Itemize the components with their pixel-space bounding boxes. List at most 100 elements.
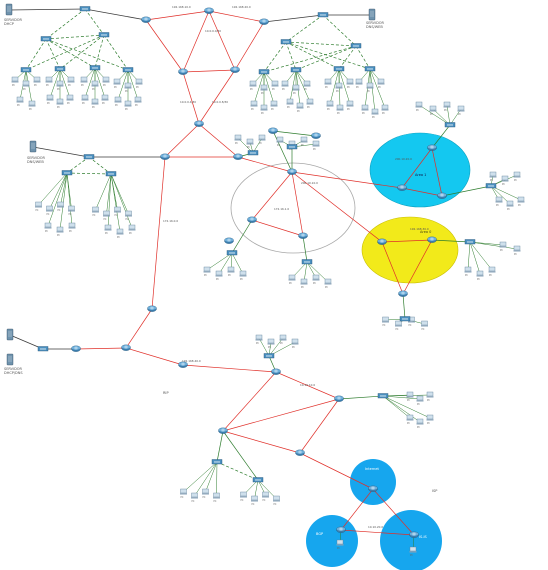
pc-icon[interactable]: PC (409, 546, 417, 557)
pc-icon[interactable]: PC (346, 78, 354, 89)
pc-icon[interactable]: PC (324, 78, 332, 89)
link-r29-r31[interactable] (272, 130, 317, 137)
pc-icon[interactable]: PC (324, 278, 332, 289)
pc-icon[interactable]: PC (250, 100, 258, 111)
area-yellow-eigrp[interactable] (361, 216, 459, 284)
pc-icon[interactable]: PC (11, 76, 19, 87)
pc-icon[interactable]: PC (489, 171, 497, 182)
router-icon[interactable] (259, 18, 269, 25)
router-icon[interactable] (397, 184, 407, 191)
link-r6-r8[interactable] (198, 123, 239, 158)
link-s1-s3[interactable] (84, 8, 105, 36)
link-s6-s29[interactable] (355, 45, 371, 70)
router-icon[interactable] (437, 192, 447, 199)
pc-icon[interactable]: PC (35, 201, 42, 212)
pc-icon[interactable]: PC (124, 82, 132, 93)
switch-icon[interactable] (211, 459, 223, 465)
link-r6-r7[interactable] (164, 123, 200, 158)
link-s1-s2[interactable] (45, 8, 86, 40)
link-r12-s10[interactable] (431, 124, 451, 149)
link-r4-r5[interactable] (182, 69, 236, 73)
pc-icon[interactable]: PC (501, 175, 509, 186)
pc-icon[interactable]: PC (33, 76, 41, 87)
pc-icon[interactable]: PC (125, 210, 132, 221)
pc-icon[interactable]: PC (56, 80, 64, 91)
pc-icon[interactable]: PC (103, 210, 110, 221)
pc-icon[interactable]: PC (262, 491, 269, 502)
link-r9-r10[interactable] (251, 171, 293, 221)
pc-icon[interactable]: PC (135, 78, 143, 89)
link-r2-r5[interactable] (208, 10, 236, 71)
pc-icon[interactable]: PC (102, 76, 110, 87)
pc-icon[interactable]: PC (104, 224, 112, 235)
switch-icon[interactable] (317, 12, 329, 18)
switch-icon[interactable] (399, 316, 411, 322)
pc-icon[interactable]: PC (326, 100, 334, 111)
area-gray-ring[interactable] (230, 162, 356, 254)
link-s3-s22[interactable] (25, 34, 105, 71)
router-icon[interactable] (268, 127, 278, 134)
router-icon[interactable] (230, 66, 240, 73)
link-r18-r20[interactable] (125, 308, 153, 349)
pc-icon[interactable]: PC (312, 274, 320, 285)
pc-icon[interactable]: PC (415, 101, 423, 112)
pc-icon[interactable]: PC (279, 334, 287, 345)
link-s4-s6[interactable] (322, 14, 357, 47)
pc-icon[interactable]: PC (45, 76, 53, 87)
link-r9-r13[interactable] (291, 171, 403, 189)
pc-icon[interactable]: PC (114, 96, 122, 107)
switch-icon[interactable] (54, 66, 66, 72)
pc-icon[interactable]: PC (443, 101, 451, 112)
link-r15-r17[interactable] (381, 241, 404, 295)
link-s3-s23[interactable] (59, 34, 105, 70)
pc-icon[interactable]: PC (291, 338, 299, 349)
area-cyan-ospf[interactable] (369, 132, 471, 208)
pc-icon[interactable]: PC (113, 78, 121, 89)
link-r7-r18[interactable] (151, 156, 166, 310)
pc-icon[interactable]: PC (180, 488, 187, 499)
link-r14-s11[interactable] (441, 185, 492, 197)
link-r10-r11[interactable] (251, 219, 304, 237)
pc-icon[interactable]: PC (517, 196, 525, 207)
pc-icon[interactable]: PC (124, 100, 132, 111)
area-blue-top[interactable] (350, 459, 396, 505)
pc-icon[interactable]: PC (101, 94, 109, 105)
pc-icon[interactable]: PC (255, 334, 263, 345)
router-icon[interactable] (224, 237, 234, 244)
switch-icon[interactable] (79, 6, 91, 12)
pc-icon[interactable]: PC (128, 224, 136, 235)
pc-icon[interactable]: PC (296, 102, 304, 113)
pc-icon[interactable]: PC (336, 539, 344, 550)
link-r2-r3[interactable] (208, 10, 265, 23)
link-r16-r17[interactable] (402, 239, 433, 295)
pc-icon[interactable]: PC (114, 206, 121, 217)
switch-icon[interactable] (252, 477, 264, 483)
link-r23-r25[interactable] (299, 398, 340, 454)
pc-icon[interactable]: PC (44, 222, 52, 233)
router-icon[interactable] (147, 305, 157, 312)
link-r16-s12[interactable] (431, 239, 471, 243)
switch-icon[interactable] (20, 67, 32, 73)
server-icon[interactable] (6, 353, 14, 366)
link-s8-s9[interactable] (66, 172, 112, 175)
link-s3-s24[interactable] (94, 34, 105, 69)
link-r4-r6[interactable] (182, 71, 200, 125)
router-icon[interactable] (121, 344, 131, 351)
link-s5-s26[interactable] (263, 41, 287, 73)
pc-icon[interactable]: PC (260, 84, 268, 95)
router-icon[interactable] (336, 526, 346, 533)
link-s5-s27[interactable] (285, 41, 297, 71)
link-r25-r26[interactable] (299, 452, 374, 490)
pc-icon[interactable]: PC (513, 171, 521, 182)
router-icon[interactable] (368, 485, 378, 492)
router-icon[interactable] (233, 153, 243, 160)
link-r15-r16[interactable] (381, 239, 433, 243)
link-s1-sv1[interactable] (8, 8, 86, 11)
link-r22-r23[interactable] (275, 371, 340, 400)
pc-icon[interactable]: PC (281, 80, 289, 91)
pc-icon[interactable]: PC (276, 136, 284, 147)
pc-icon[interactable]: PC (91, 80, 99, 91)
link-r24-s18[interactable] (222, 430, 259, 481)
router-icon[interactable] (398, 290, 408, 297)
router-icon[interactable] (204, 7, 214, 14)
